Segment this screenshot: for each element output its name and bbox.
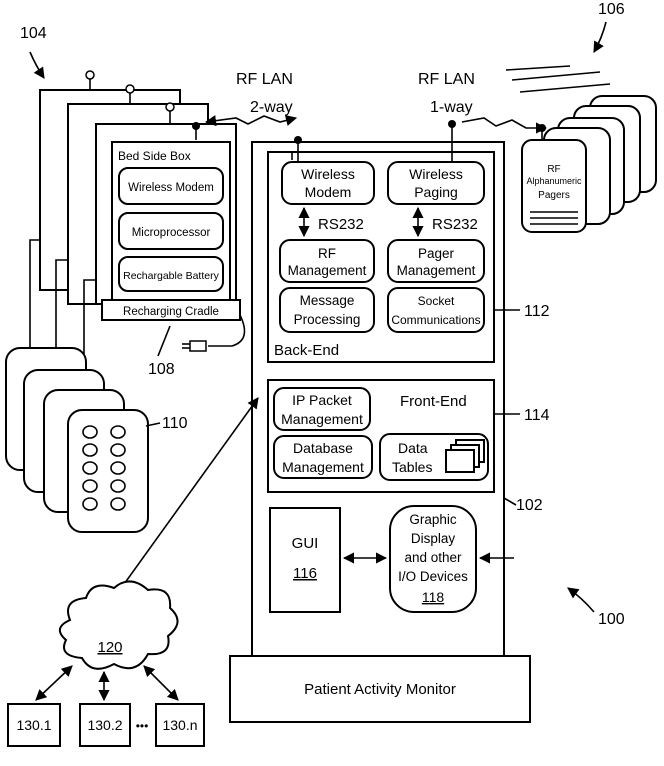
rf-lan-left-title: RF LAN bbox=[236, 71, 293, 88]
ref-106: 106 bbox=[598, 1, 625, 18]
be-wireless-modem-l2: Modem bbox=[305, 184, 352, 200]
be-wireless-modem-l1: Wireless bbox=[301, 166, 355, 182]
ref-102-leader bbox=[504, 498, 516, 505]
fe-database-l2: Management bbox=[282, 459, 364, 475]
ref-112: 112 bbox=[524, 303, 550, 320]
be-socket-l1: Socket bbox=[418, 294, 455, 308]
be-msg-proc-l1: Message bbox=[300, 293, 355, 308]
rf-lan-right-title: RF LAN bbox=[418, 71, 475, 88]
rs232-right: RS232 bbox=[432, 216, 478, 233]
noden-label: 130.n bbox=[162, 717, 197, 733]
display-ref: 118 bbox=[422, 589, 445, 605]
fe-database-l1: Database bbox=[293, 440, 353, 456]
rs232-left: RS232 bbox=[318, 216, 364, 233]
network-ref: 120 bbox=[97, 639, 122, 656]
ref-108-leader bbox=[158, 326, 170, 356]
be-pager-mgmt-l2: Management bbox=[397, 263, 476, 278]
ref-110: 110 bbox=[162, 415, 188, 432]
gui-box bbox=[270, 508, 340, 612]
display-line2: Display bbox=[411, 531, 456, 546]
cradle-label: Recharging Cradle bbox=[123, 306, 219, 318]
ref-114: 114 bbox=[524, 407, 550, 424]
ref-100-arrow bbox=[568, 588, 594, 612]
ref-104-arrow bbox=[30, 52, 44, 78]
monitor-label: Patient Activity Monitor bbox=[304, 681, 456, 698]
display-line4: I/O Devices bbox=[398, 569, 468, 584]
bedside-modem-label: Wireless Modem bbox=[128, 182, 214, 194]
pager-stack bbox=[506, 66, 656, 232]
node-ellipsis: ••• bbox=[136, 719, 149, 733]
pendant-stack bbox=[6, 348, 148, 532]
fe-ip-packet-l1: IP Packet bbox=[292, 392, 352, 408]
be-rf-mgmt-l2: Management bbox=[288, 263, 367, 278]
data-tables-icon bbox=[446, 440, 484, 472]
be-pager-mgmt-l1: Pager bbox=[418, 246, 455, 261]
node2-label: 130.2 bbox=[87, 717, 122, 733]
rf-link-1way bbox=[462, 118, 546, 128]
fe-data-tables-l2: Tables bbox=[392, 459, 432, 475]
back-end-label: Back-End bbox=[274, 342, 339, 359]
ref-106-arrow bbox=[594, 22, 606, 52]
be-wireless-paging-l1: Wireless bbox=[409, 166, 463, 182]
bed-side-box-title: Bed Side Box bbox=[118, 149, 191, 163]
pagers-line3: Pagers bbox=[538, 190, 570, 201]
be-socket-l2: Communications bbox=[391, 313, 480, 327]
be-rf-mgmt-l1: RF bbox=[318, 246, 336, 261]
pagers-line1: RF bbox=[547, 164, 560, 175]
pagers-line2: Alphanumeric bbox=[526, 176, 582, 186]
gui-label: GUI bbox=[292, 535, 319, 552]
rf-lan-left-mode: 2-way bbox=[250, 99, 293, 116]
bedside-battery-label: Rechargable Battery bbox=[123, 270, 219, 282]
display-line3: and other bbox=[404, 550, 462, 565]
fe-data-tables-l1: Data bbox=[398, 440, 428, 456]
power-plug-icon bbox=[190, 341, 206, 351]
ref-102: 102 bbox=[516, 497, 543, 514]
noden-link bbox=[144, 666, 178, 700]
be-wireless-paging-l2: Paging bbox=[414, 184, 458, 200]
node1-label: 130.1 bbox=[16, 717, 51, 733]
ref-104: 104 bbox=[20, 25, 47, 42]
fe-ip-packet-l2: Management bbox=[281, 411, 363, 427]
node1-link bbox=[36, 666, 72, 700]
ref-108: 108 bbox=[148, 361, 175, 378]
bedside-micro-label: Microprocessor bbox=[132, 227, 211, 239]
rf-lan-right-mode: 1-way bbox=[430, 99, 473, 116]
rf-link-2way bbox=[206, 116, 296, 124]
be-msg-proc-l2: Processing bbox=[294, 312, 361, 327]
ref-100: 100 bbox=[598, 611, 625, 628]
gui-ref: 116 bbox=[293, 565, 317, 582]
display-line1: Graphic bbox=[409, 512, 457, 527]
front-end-label: Front-End bbox=[400, 393, 467, 410]
